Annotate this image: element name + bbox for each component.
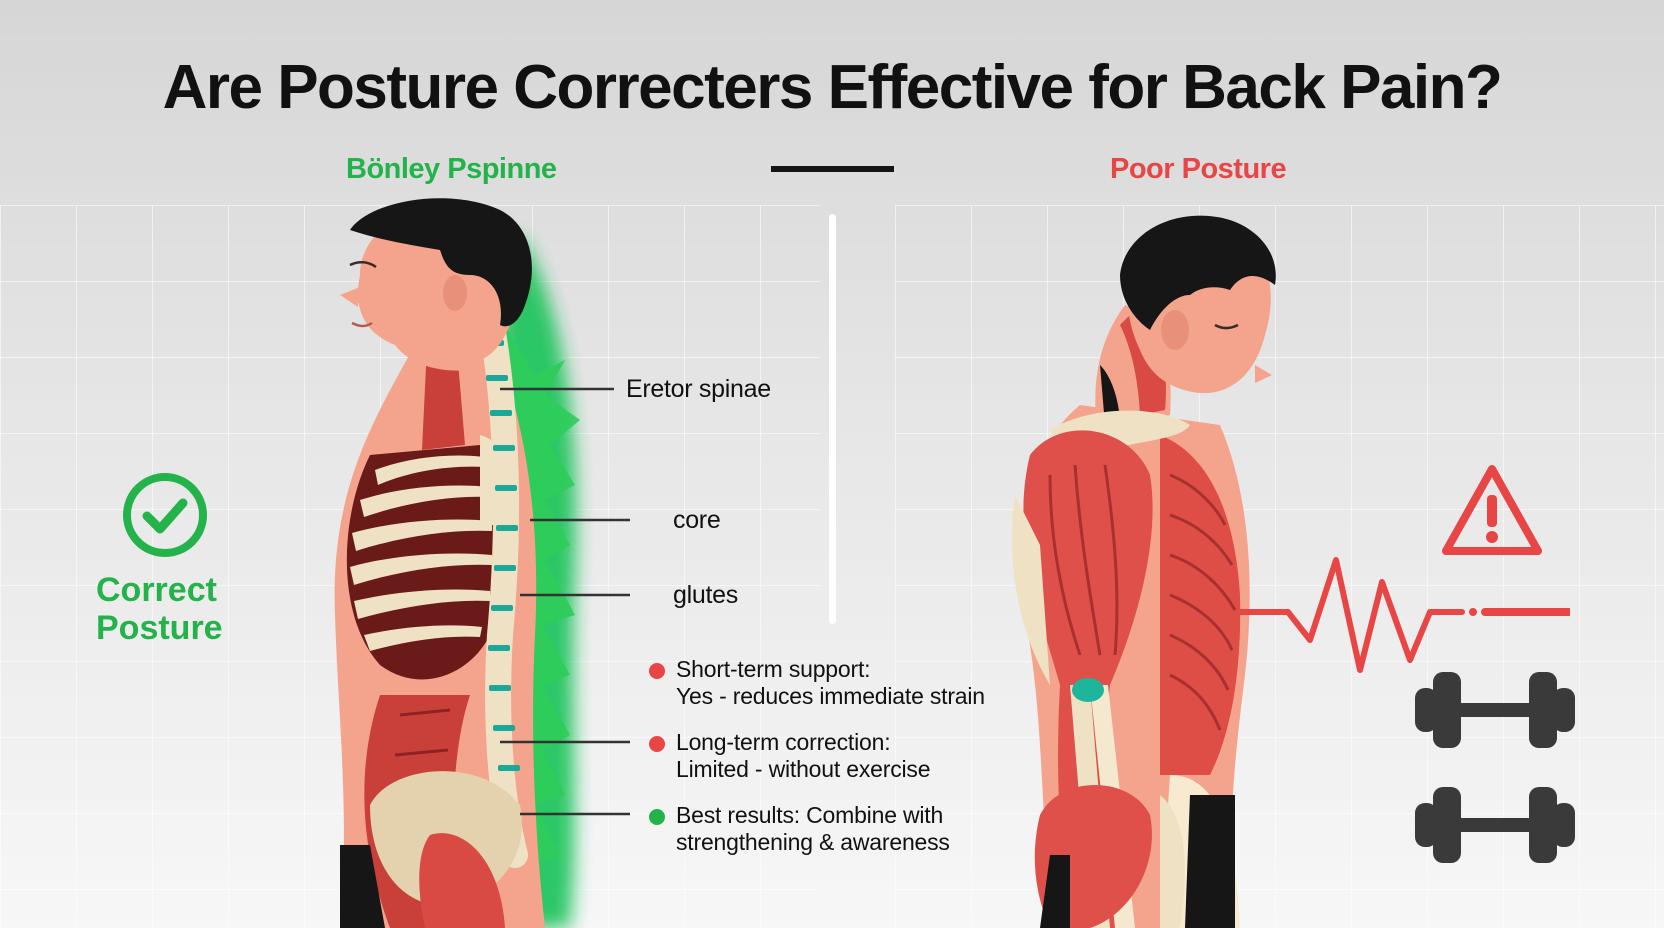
callout-glutes: glutes (673, 581, 738, 609)
note-short-term: Short-term support: Yes - reduces immedi… (649, 656, 985, 710)
correct-posture-line2: Posture (96, 609, 223, 647)
note-best-results: Best results: Combine with strengthening… (649, 802, 950, 856)
status-dot-green (649, 809, 665, 825)
note-long-term-line2: Limited - without exercise (676, 756, 931, 782)
note-best-results-line1: Best results: Combine with (676, 802, 944, 828)
correct-posture-label: Correct Posture (96, 571, 223, 647)
poor-posture-figure (1011, 215, 1276, 928)
callout-lines (500, 387, 630, 816)
status-dot-red (649, 663, 665, 679)
callout-core: core (673, 506, 721, 534)
check-circle-icon (123, 473, 207, 557)
note-long-term-line1: Long-term correction: (676, 729, 891, 755)
pulse-line-icon (1240, 557, 1570, 673)
correct-posture-line1: Correct (96, 571, 217, 609)
status-dot-red (649, 736, 665, 752)
note-short-term-line1: Short-term support: (676, 656, 871, 682)
warning-triangle-icon (1442, 465, 1542, 555)
header-divider (771, 166, 894, 172)
right-panel-heading: Poor Posture (1110, 153, 1287, 185)
correct-posture-figure (334, 198, 580, 928)
note-short-term-line2: Yes - reduces immediate strain (676, 683, 985, 709)
note-best-results-line2: strengthening & awareness (676, 829, 950, 855)
page-title: Are Posture Correcters Effective for Bac… (162, 53, 1503, 122)
callout-erector-spinae: Eretor spinae (626, 375, 771, 403)
panel-divider (829, 214, 836, 624)
left-panel-heading: Bönley Pspinne (346, 153, 557, 185)
note-long-term: Long-term correction: Limited - without … (649, 729, 931, 783)
dumbbell-icon (1415, 787, 1575, 863)
dumbbell-icon (1415, 672, 1575, 748)
